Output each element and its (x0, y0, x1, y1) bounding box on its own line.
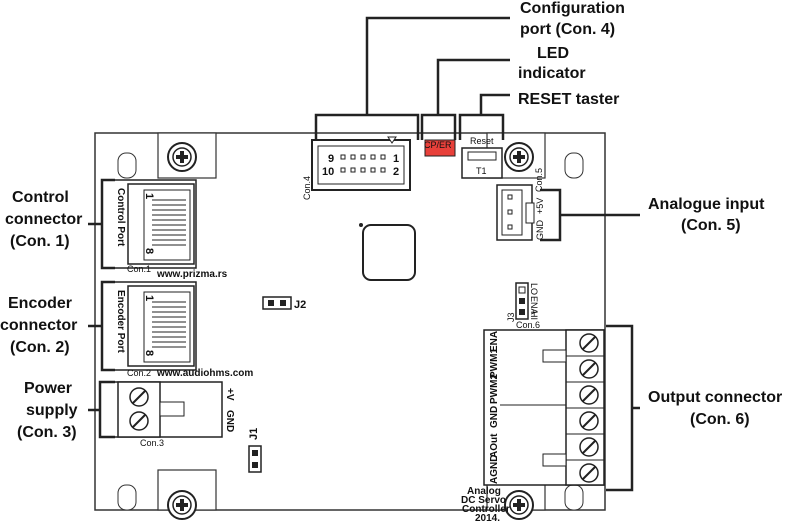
out-pwm1-label: PWM1 (489, 348, 500, 378)
con2-label: Con.2 (127, 368, 151, 378)
config-port-header: 9 10 1 2 (311, 136, 411, 191)
reset-silk-label: Reset (470, 136, 494, 146)
board-title-4: 2014. (475, 513, 500, 524)
encoder-pin1: 1 (143, 295, 155, 301)
label-control-1: Control (12, 189, 69, 206)
plus5v-label: +5V (535, 198, 545, 214)
j3-label: J3 (506, 312, 516, 322)
url-prizma: www.prizma.rs (156, 269, 228, 280)
out-aout-label: AOut (489, 433, 500, 458)
plus-v-label: +V (224, 388, 235, 401)
control-pin8: 8 (143, 248, 155, 254)
output-connector-block (483, 329, 605, 486)
power-supply-terminal (99, 381, 223, 438)
label-encoder-2: connector (0, 317, 77, 334)
cp-er-label: CP/ER (424, 140, 452, 150)
led-indicator (424, 139, 456, 157)
analogue-input-connector (496, 184, 535, 241)
con4-label: Con.4 (302, 176, 312, 200)
microcontroller-chip (362, 224, 416, 281)
label-control-2: connector (5, 211, 82, 228)
control-pin1: 1 (143, 193, 155, 199)
slot-tl (117, 152, 137, 179)
slot-bl (117, 484, 137, 511)
encoder-port-jack (101, 281, 197, 371)
lo-label: LO (529, 283, 539, 295)
out-gnd-label: GND (489, 406, 500, 428)
label-output-1: Output connector (648, 389, 782, 406)
con5-label: Con.5 (534, 168, 544, 192)
board-title-1: Analog (467, 486, 501, 497)
con6-label: Con.6 (516, 320, 540, 330)
label-led-1: LED (537, 45, 569, 62)
label-reset: RESET taster (518, 91, 619, 108)
jumper-j2 (262, 296, 292, 310)
board-title-2: DC Servo (461, 495, 506, 506)
gnd-analogue-label: GND (535, 220, 545, 241)
con3-label: Con.3 (140, 438, 164, 448)
control-port-silk: Control Port (115, 188, 126, 247)
control-port-jack (101, 179, 197, 269)
pin-label-1: 1 (393, 153, 399, 165)
label-control-3: (Con. 1) (10, 233, 70, 250)
label-encoder-3: (Con. 2) (10, 339, 70, 356)
pin-label-2: 2 (393, 166, 399, 178)
encoder-port-silk: Encoder Port (115, 290, 126, 353)
label-config-1: Configuration (520, 0, 625, 17)
reset-switch: Reset T1 (461, 136, 503, 179)
label-power-1: Power (24, 380, 72, 397)
label-analogue-2: (Con. 5) (681, 217, 741, 234)
slot-tr (564, 152, 584, 179)
screw-icon (167, 142, 197, 172)
j1-label: J1 (248, 428, 260, 440)
out-pwm2-label: PWM2 (489, 374, 500, 404)
url-audiohms: www.audiohms.com (156, 368, 253, 379)
screw-icon (504, 142, 534, 172)
encoder-pin8: 8 (143, 350, 155, 356)
label-encoder-1: Encoder (8, 295, 72, 312)
j2-label: J2 (294, 299, 306, 311)
callout-lines (88, 16, 640, 492)
screw-icon (167, 490, 197, 520)
ena-jumper-label: ENA (529, 296, 539, 315)
slot-br (564, 484, 584, 511)
jumper-j1 (248, 445, 262, 473)
board-title-3: Controller (462, 504, 510, 515)
pin-label-10: 10 (322, 166, 334, 178)
screw-icon (504, 490, 534, 520)
label-power-3: (Con. 3) (17, 424, 77, 441)
label-config-2: port (Con. 4) (520, 21, 615, 38)
out-agnd-label: AGND (489, 455, 500, 484)
label-analogue-1: Analogue input (648, 196, 765, 213)
t1-label: T1 (476, 166, 487, 176)
label-power-2: supply (26, 402, 78, 419)
con1-label: Con.1 (127, 264, 151, 274)
pin-label-9: 9 (328, 153, 334, 165)
label-led-2: indicator (518, 65, 586, 82)
out-ena-label: ENA (489, 331, 500, 352)
gnd-power-label: GND (224, 410, 235, 432)
label-output-2: (Con. 6) (690, 411, 750, 428)
hi-label: HI (529, 311, 539, 320)
